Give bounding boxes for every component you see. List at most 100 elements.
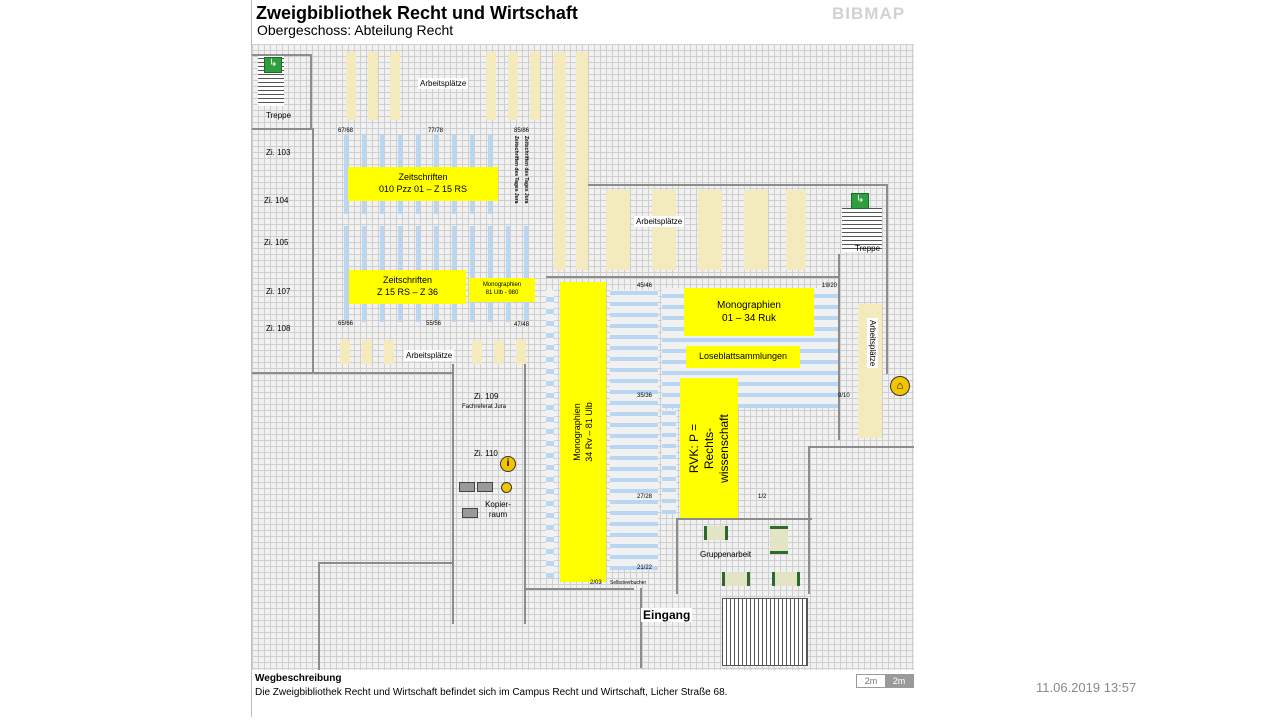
shelf-number: 85/86 [514,128,530,134]
room-zi-105: Zi. 105 [264,238,289,247]
desk [368,52,378,120]
emergency-exit-icon [264,57,282,73]
shelf-number: 77/78 [428,128,444,134]
copier-icon [462,508,478,518]
area-arbeitsplaetze-right: Arbeitsplätze [867,318,878,369]
group-table [704,526,728,540]
desk [486,52,496,120]
section-monographien-vertical[interactable]: Monographien 34 Rv – 81 Ulb [560,282,606,582]
room-zi-108: Zi. 108 [266,324,291,333]
page-title: Zweigbibliothek Recht und Wirtschaft [256,3,578,23]
desk [390,52,400,120]
shelf [546,290,554,578]
section-title: Monographien [572,403,583,461]
staircase-entrance [722,598,808,666]
shelf-number: 67/68 [338,128,354,134]
shelf-number: 47/48 [514,322,530,328]
desk [744,190,768,270]
info-icon[interactable]: i [500,456,516,472]
group-table [770,526,788,554]
shelf [344,226,348,322]
desk [494,340,504,364]
room-zi-109: Zi. 109 [474,392,499,401]
room-kopierraum: Kopier-raum [485,500,511,519]
room-zi-109-fachreferat: Fachreferat Jura [462,404,507,410]
desk [340,340,350,364]
copier-icon [459,482,475,492]
selbstverbucher-label: Selbstverbucher [610,580,647,586]
room-zi-110: Zi. 110 [474,449,498,458]
wall [318,562,320,670]
area-arbeitsplaetze-bottom: Arbeitsplätze [404,350,455,361]
wall [252,54,312,56]
section-title: Monographien [482,282,522,289]
group-table [772,572,800,586]
scale-label: 2m [857,675,885,687]
shelf [662,410,676,514]
section-zeitschriften-2[interactable]: Zeitschriften Z 15 RS – Z 36 [349,270,466,304]
section-range: 01 – 34 Ruk [722,313,776,324]
shelf [506,226,510,322]
desk [786,190,806,270]
group-table [722,572,750,586]
shelf-number: 1/2 [758,494,767,500]
room-treppe-left: Treppe [266,111,292,120]
section-title: Zeitschriften [382,275,433,286]
shelf-number: 2/03 [590,580,602,586]
wall [808,446,810,594]
section-rvk[interactable]: RVK: P = Rechts-wissenschaft [680,378,738,518]
desk [516,340,526,364]
desk [346,52,356,120]
wall [318,562,454,564]
zeitschriften-des-tages-label-1: Zeitschriften des Tages Jura [513,136,519,204]
section-zeitschriften-1[interactable]: Zeitschriften 010 Pzz 01 – Z 15 RS [348,167,498,201]
room-zi-107: Zi. 107 [266,287,291,296]
wall [524,588,634,590]
page-subtitle: Obergeschoss: Abteilung Recht [257,22,454,38]
directions-text: Die Zweigbibliothek Recht und Wirtschaft… [255,687,728,698]
section-range: Z 15 RS – Z 36 [376,287,439,297]
shelf-number: 55/56 [426,321,442,327]
section-title: Zeitschriften [398,172,448,183]
copier-icon [477,482,493,492]
desk [606,190,630,270]
wall [838,254,840,440]
area-arbeitsplaetze-mid: Arbeitsplätze [634,216,685,227]
wall [808,446,914,448]
wall [676,518,678,594]
shelf [524,226,528,322]
shelf-number: 35/36 [637,393,653,399]
shelf-number: 27/28 [637,494,653,500]
section-loseblattsammlungen[interactable]: Loseblattsammlungen [686,346,800,368]
emergency-exit-icon [851,193,869,209]
shelf-number: 45/46 [637,283,653,289]
slide-timestamp: 11.06.2019 13:57 [1036,680,1137,695]
wall [524,364,526,624]
shelf [488,226,492,322]
room-treppe-right: Treppe [855,244,881,253]
section-monographien-right[interactable]: Monographien 01 – 34 Ruk [684,288,814,336]
section-range: 81 Ulb - 980 [485,290,519,296]
bibmap-logo: BIBMAP [832,4,906,23]
rvk-text: RVK: P = Rechts-wissenschaft [686,413,731,483]
room-gruppenarbeit: Gruppenarbeit [700,550,752,559]
desk [472,340,482,364]
wall [676,518,812,520]
shelf-number: 9/10 [838,393,850,399]
directions-heading: Wegbeschreibung [255,673,342,684]
shelf [470,226,474,322]
wall [312,128,314,374]
room-zi-104: Zi. 104 [264,196,289,205]
wall [252,128,314,130]
desk [698,190,722,270]
area-arbeitsplaetze-top: Arbeitsplätze [418,78,469,89]
desk [652,190,676,270]
desk [508,52,518,120]
wall [546,276,838,278]
shelf-number: 21/22 [637,565,653,571]
section-monographien-small[interactable]: Monographien 81 Ulb - 980 [469,278,535,302]
section-title: Monographien [717,300,781,311]
desk [554,52,566,270]
scale-label: 2m [885,675,913,687]
